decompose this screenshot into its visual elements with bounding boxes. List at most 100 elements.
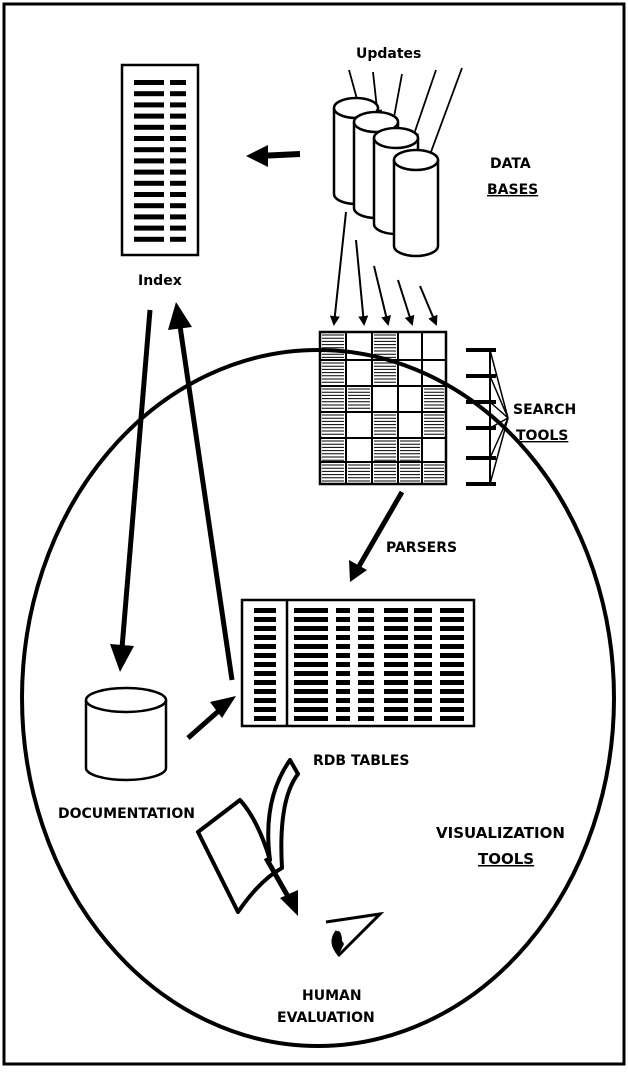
data-label: DATA: [490, 156, 531, 172]
parsers-label: PARSERS: [386, 540, 457, 556]
rdb-line: [294, 626, 328, 631]
parsers-arrow: [349, 490, 405, 582]
rdb-line: [358, 608, 374, 613]
rdb-line: [254, 689, 276, 694]
rdb-line: [440, 635, 464, 640]
index-line: [134, 158, 164, 164]
rdb-line: [440, 608, 464, 613]
rdb-line: [358, 653, 374, 658]
index-to-documentation-arrow: [110, 309, 153, 672]
rdb-line: [440, 698, 464, 703]
rdb-line: [336, 707, 350, 712]
rdb-line: [294, 716, 328, 721]
index-label: Index: [138, 273, 182, 289]
search-tool-branch: [489, 417, 509, 459]
index-line: [134, 136, 164, 141]
search-tool-branch: [489, 375, 509, 419]
rdb-line: [254, 635, 276, 640]
rdb-tables-label: RDB TABLES: [313, 753, 409, 769]
rdb-line: [358, 635, 374, 640]
index-line: [170, 124, 186, 130]
rdb-to-index-arrow: [168, 302, 235, 681]
search-tool-branch: [489, 401, 509, 419]
index-line: [170, 192, 186, 197]
index-line: [170, 203, 186, 209]
index-line: [170, 214, 186, 220]
index-line: [134, 203, 164, 209]
rdb-line: [294, 698, 328, 703]
rdb-line: [294, 662, 328, 667]
search-grid: [318, 330, 448, 486]
rdb-line: [358, 707, 374, 712]
rdb-line: [414, 653, 432, 658]
rdb-line: [440, 707, 464, 712]
rdb-line: [384, 698, 408, 703]
index-line: [170, 180, 186, 186]
search-tool-branch: [489, 349, 509, 419]
db-to-search-arrows: [329, 211, 438, 326]
rdb-line: [336, 635, 350, 640]
rdb-line: [294, 689, 328, 694]
rdb-line: [336, 662, 350, 667]
index-line: [134, 236, 164, 242]
index-line: [170, 225, 186, 231]
rdb-line: [294, 707, 328, 712]
search-tools-lines: [466, 348, 509, 486]
rdb-line: [440, 689, 464, 694]
documentation-to-rdb-arrow: [186, 696, 236, 740]
rdb-line: [336, 626, 350, 631]
rdb-line: [384, 617, 408, 622]
index-line: [170, 80, 186, 85]
index-line: [134, 180, 164, 186]
db-to-index-arrow: [246, 145, 301, 167]
rdb-line: [294, 644, 328, 649]
rdb-line: [384, 689, 408, 694]
rdb-line: [254, 680, 276, 685]
rdb-line: [358, 662, 374, 667]
rdb-line: [440, 653, 464, 658]
rdb-line: [440, 626, 464, 631]
index-line: [134, 147, 164, 153]
rdb-line: [414, 635, 432, 640]
rdb-line: [336, 644, 350, 649]
visualization-curve-shape: [196, 758, 300, 914]
rdb-line: [440, 671, 464, 676]
index-line: [170, 113, 186, 119]
index-line: [134, 113, 164, 119]
index-line: [134, 91, 164, 97]
rdb-line: [414, 662, 432, 667]
index-lines: [134, 80, 186, 242]
rdb-line: [414, 689, 432, 694]
index-line: [170, 147, 186, 153]
index-document: [120, 63, 200, 257]
rdb-line: [336, 617, 350, 622]
rdb-line: [336, 671, 350, 676]
index-line: [134, 169, 164, 175]
index-line: [134, 214, 164, 220]
rdb-line: [414, 698, 432, 703]
database-cylinder-top: [372, 126, 420, 150]
rdb-line: [294, 617, 328, 622]
rdb-line: [336, 653, 350, 658]
index-line: [170, 136, 186, 141]
eye-icon: [325, 911, 385, 958]
evaluation-label: EVALUATION: [277, 1010, 375, 1026]
documentation-label: DOCUMENTATION: [58, 806, 195, 822]
rdb-line: [414, 716, 432, 721]
rdb-line: [384, 662, 408, 667]
rdb-line: [384, 608, 408, 613]
rdb-line: [254, 626, 276, 631]
rdb-line: [384, 644, 408, 649]
rdb-line: [414, 617, 432, 622]
rdb-line: [414, 644, 432, 649]
index-line: [134, 80, 164, 85]
rdb-line: [384, 653, 408, 658]
rdb-line: [384, 716, 408, 721]
rdb-line: [294, 608, 328, 613]
rdb-line: [254, 671, 276, 676]
rdb-line: [440, 716, 464, 721]
rdb-line: [384, 671, 408, 676]
rdb-line: [384, 626, 408, 631]
